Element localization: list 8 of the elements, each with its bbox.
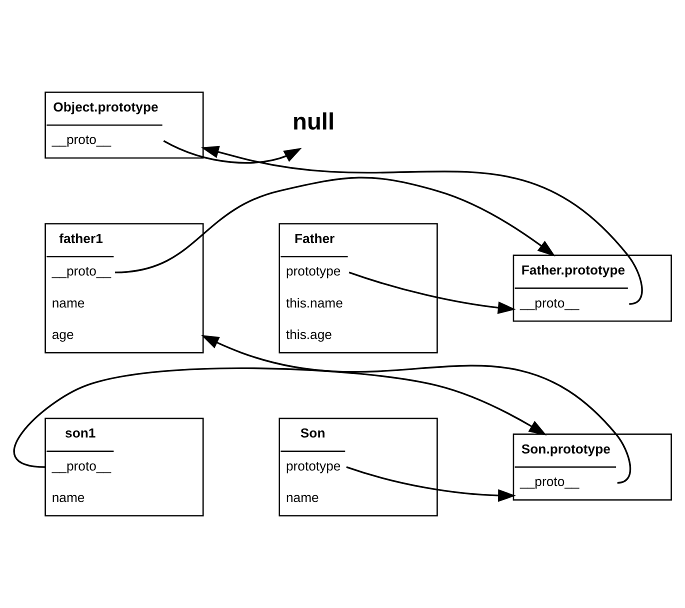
arrow: [114, 176, 556, 274]
arrow: [14, 367, 547, 468]
arrow: [346, 466, 516, 502]
arrow: [348, 272, 516, 314]
arrow: [163, 140, 302, 164]
arrow: [200, 146, 643, 305]
node-text: null: [292, 110, 335, 136]
arrow: [201, 334, 632, 484]
